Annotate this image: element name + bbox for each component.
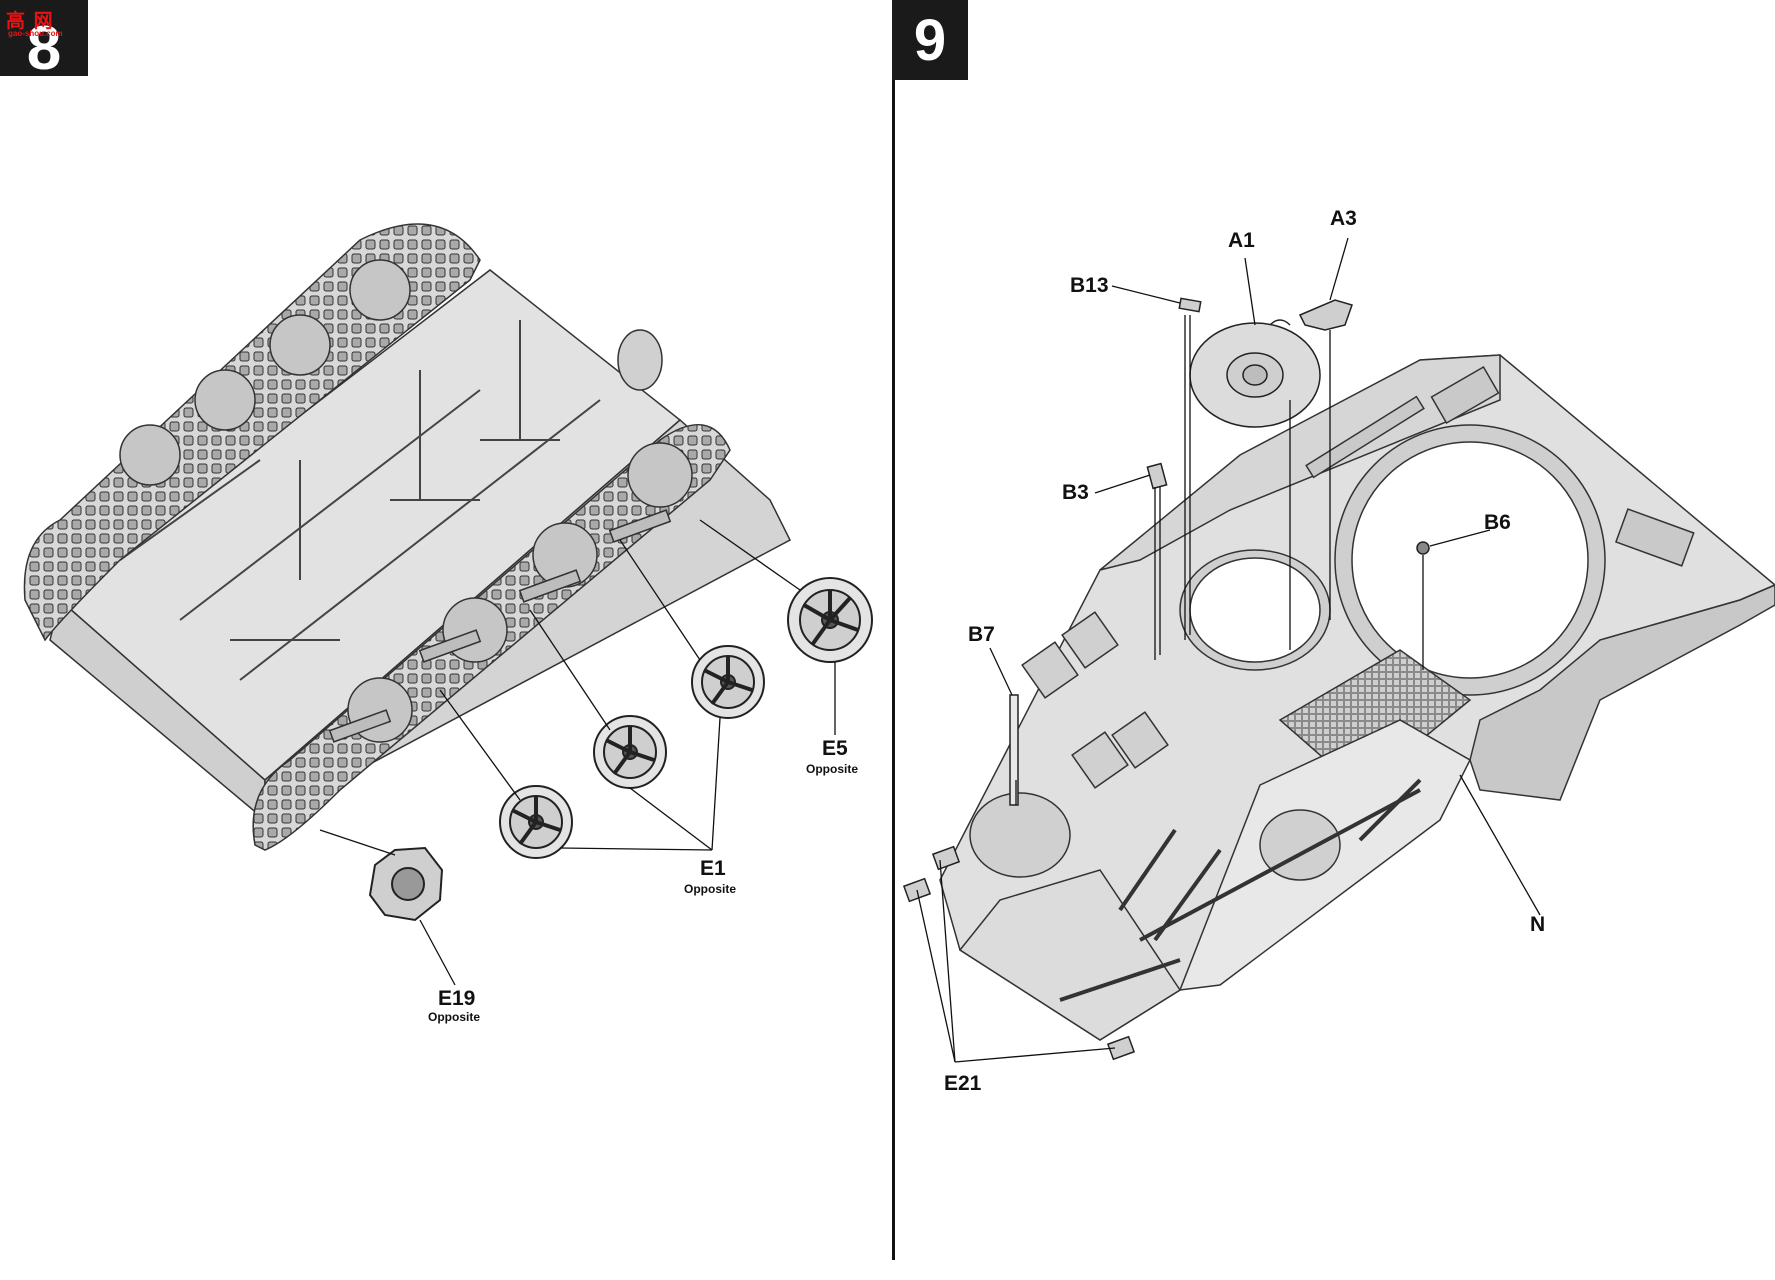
page-divider bbox=[892, 80, 895, 1260]
callout-b7-label: B7 bbox=[968, 623, 995, 646]
wheel-e1-c bbox=[499, 785, 573, 859]
callout-e1-note: Opposite bbox=[684, 882, 737, 896]
logo-subtext: gao-shou.com bbox=[8, 29, 63, 38]
step-9-hull-floor bbox=[939, 354, 1775, 1041]
part-a3 bbox=[1298, 299, 1353, 331]
callout-e19-label: E19 bbox=[438, 987, 476, 1010]
wheel-e19 bbox=[368, 846, 444, 922]
callout-e5-label: E5 bbox=[822, 737, 848, 760]
watermark-logo: 高 网 gao-shou.com bbox=[4, 6, 84, 40]
step-8-loose-wheels bbox=[368, 577, 873, 922]
step-8-badge: 8 bbox=[0, 0, 88, 83]
wheel-e1-b bbox=[593, 715, 667, 789]
step-9-number: 9 bbox=[913, 7, 947, 73]
part-b3 bbox=[1146, 462, 1168, 490]
step-9-assembly-arrows bbox=[1015, 315, 1424, 805]
logo-text: 高 网 bbox=[6, 10, 54, 32]
callout-n-label: N bbox=[1530, 913, 1546, 936]
step-8-hull-assembly bbox=[23, 223, 791, 851]
callout-b6-label: B6 bbox=[1484, 511, 1511, 534]
step-9-badge: 9 bbox=[892, 0, 968, 80]
wheel-e5 bbox=[787, 577, 873, 663]
part-b13 bbox=[1178, 297, 1202, 313]
step-8-number: 8 bbox=[26, 13, 62, 83]
step-9-leader-lines bbox=[916, 237, 1541, 1063]
callout-e21-label: E21 bbox=[944, 1072, 982, 1095]
part-b7 bbox=[1009, 694, 1019, 806]
callout-b3-label: B3 bbox=[1062, 481, 1089, 504]
step-9-loose-parts bbox=[902, 297, 1430, 1061]
step-8-leader-lines bbox=[319, 519, 836, 986]
callout-a3-label: A3 bbox=[1330, 207, 1357, 230]
callout-a1-label: A1 bbox=[1228, 229, 1255, 252]
callout-e1-label: E1 bbox=[700, 857, 726, 880]
wheel-e1-a bbox=[691, 645, 765, 719]
part-a1 bbox=[1189, 319, 1321, 428]
callout-e5-note: Opposite bbox=[806, 762, 859, 776]
callout-b13-label: B13 bbox=[1070, 274, 1109, 297]
callout-e19-note: Opposite bbox=[428, 1010, 481, 1024]
part-b6 bbox=[1416, 541, 1430, 555]
